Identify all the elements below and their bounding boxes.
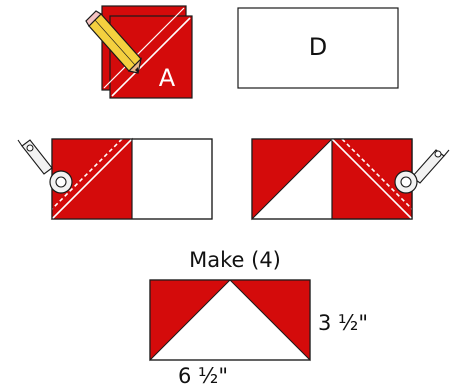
flying-geese-unit (149, 279, 311, 362)
marked-diagonal-line (111, 17, 191, 97)
pencil-icon (85, 10, 143, 74)
width-dimension-label: 6 ½" (177, 364, 229, 388)
square-a-label: A (158, 64, 176, 92)
rotary-cutter-icon (17, 139, 73, 194)
left-cut-line (51, 138, 123, 210)
rect-d (237, 7, 399, 89)
make-count-label: Make (4) (189, 248, 281, 272)
step-right-group (251, 138, 413, 221)
right-cut-line (341, 138, 413, 210)
step-left-group (50, 137, 213, 220)
marked-diagonal-line-back (103, 7, 185, 89)
rotary-cutter-icon (394, 149, 450, 194)
height-dimension-label: 3 ½" (318, 311, 369, 335)
square-a-group (101, 5, 193, 99)
right-seam-line (331, 138, 413, 220)
left-seam-line (51, 138, 133, 220)
rect-d-label: D (308, 33, 328, 61)
